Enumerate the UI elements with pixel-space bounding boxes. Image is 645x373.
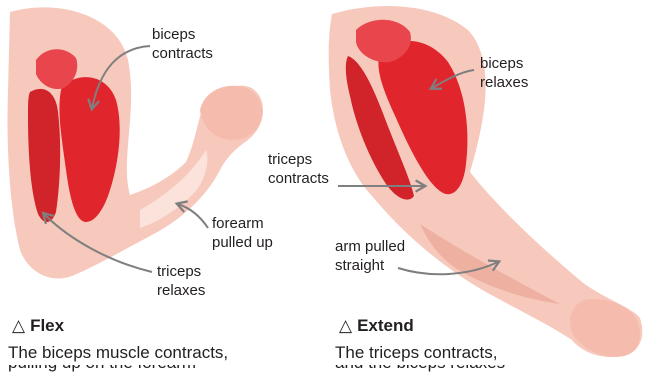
caption-text-flex: The biceps muscle contracts, [8, 342, 308, 364]
caption-title-extend: △ Extend [339, 316, 414, 336]
caption-text-extend: The triceps contracts, [335, 342, 635, 364]
label-biceps-relaxes: biceps relaxes [480, 54, 528, 92]
caption-title-extend-text: Extend [357, 316, 414, 335]
label-forearm-pulled-up: forearm pulled up [212, 214, 273, 252]
label-arm-pulled-straight: arm pulled straight [335, 237, 405, 275]
caption-title-flex-text: Flex [30, 316, 64, 335]
caption-text-flex-cut: pulling up on the forearm [8, 365, 308, 373]
caption-title-flex: △ Flex [12, 316, 64, 336]
label-biceps-contracts: biceps contracts [152, 25, 213, 63]
label-triceps-relaxes: triceps relaxes [157, 262, 205, 300]
label-triceps-contracts: triceps contracts [268, 150, 329, 188]
caption-text-extend-cut: and the biceps relaxes [335, 365, 635, 373]
triangle-icon: △ [12, 316, 25, 335]
triangle-icon: △ [339, 316, 352, 335]
